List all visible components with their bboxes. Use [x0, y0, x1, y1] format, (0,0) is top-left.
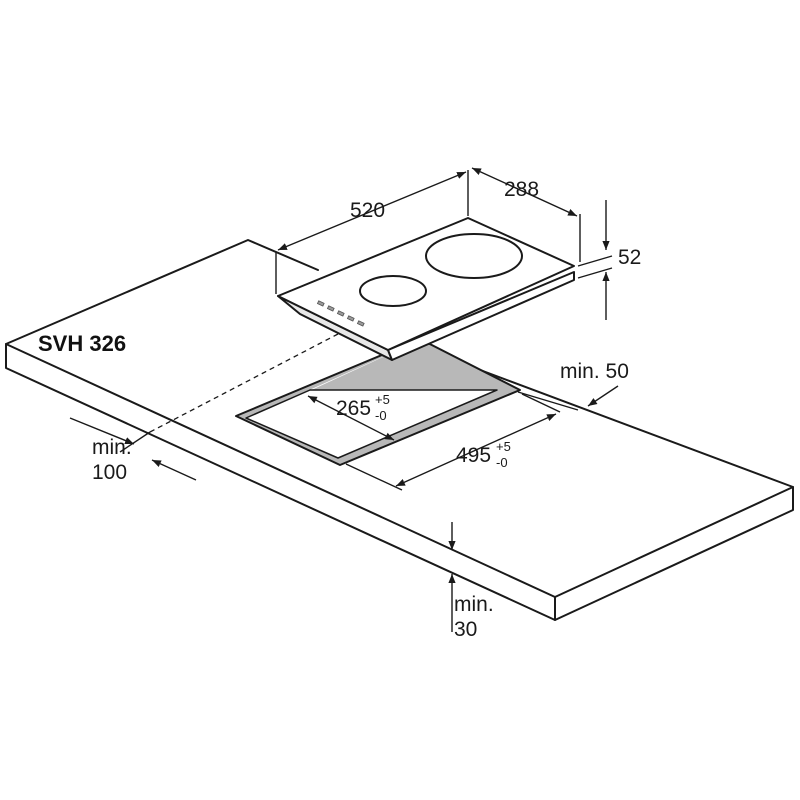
dim-arrow-min100-top	[69, 417, 135, 445]
dim-line-495	[395, 413, 557, 487]
dim-label-288: 288	[504, 178, 539, 201]
model-label: SVH 326	[38, 331, 126, 356]
hob-right-side	[387, 271, 575, 361]
dim-label-min30-line2: 30	[454, 618, 477, 641]
dim-label-min30-line1: min.	[454, 593, 494, 616]
ext-line-min100	[119, 431, 151, 453]
dim-label-min50: min. 50	[560, 360, 629, 383]
dim-line-min50-ext	[517, 391, 579, 411]
ext-line-52-top	[577, 255, 613, 267]
hob	[277, 217, 575, 361]
dim-tol-265-minus: -0	[375, 408, 387, 423]
ext-line-495-left	[345, 463, 403, 491]
dim-line-520	[277, 171, 467, 251]
dim-tol-495-plus: +5	[496, 439, 511, 454]
dim-label-min100-line1: min.	[92, 436, 132, 459]
hob-top-glass	[277, 217, 575, 351]
dim-tol-265-plus: +5	[375, 392, 390, 407]
control-keys	[316, 300, 365, 327]
worktop-top-surface	[5, 239, 319, 345]
dim-line-265	[307, 395, 395, 441]
dim-label-265: 265	[336, 397, 371, 420]
dim-label-495: 495	[456, 444, 491, 467]
dim-label-min100-line2: 100	[92, 461, 127, 484]
cooking-zone-small	[359, 275, 427, 307]
dim-line-288	[471, 167, 578, 217]
dim-tol-495-minus: -0	[496, 455, 508, 470]
dim-label-52: 52	[618, 246, 641, 269]
ext-line-52-bottom	[577, 267, 613, 279]
dim-arrow-min100-bottom	[151, 459, 197, 481]
ext-line-495-right	[521, 393, 561, 413]
dim-label-520: 520	[350, 199, 385, 222]
dimension-lines	[69, 167, 619, 632]
cooking-zone-large	[425, 233, 523, 279]
dim-arrow-min50	[587, 385, 619, 407]
